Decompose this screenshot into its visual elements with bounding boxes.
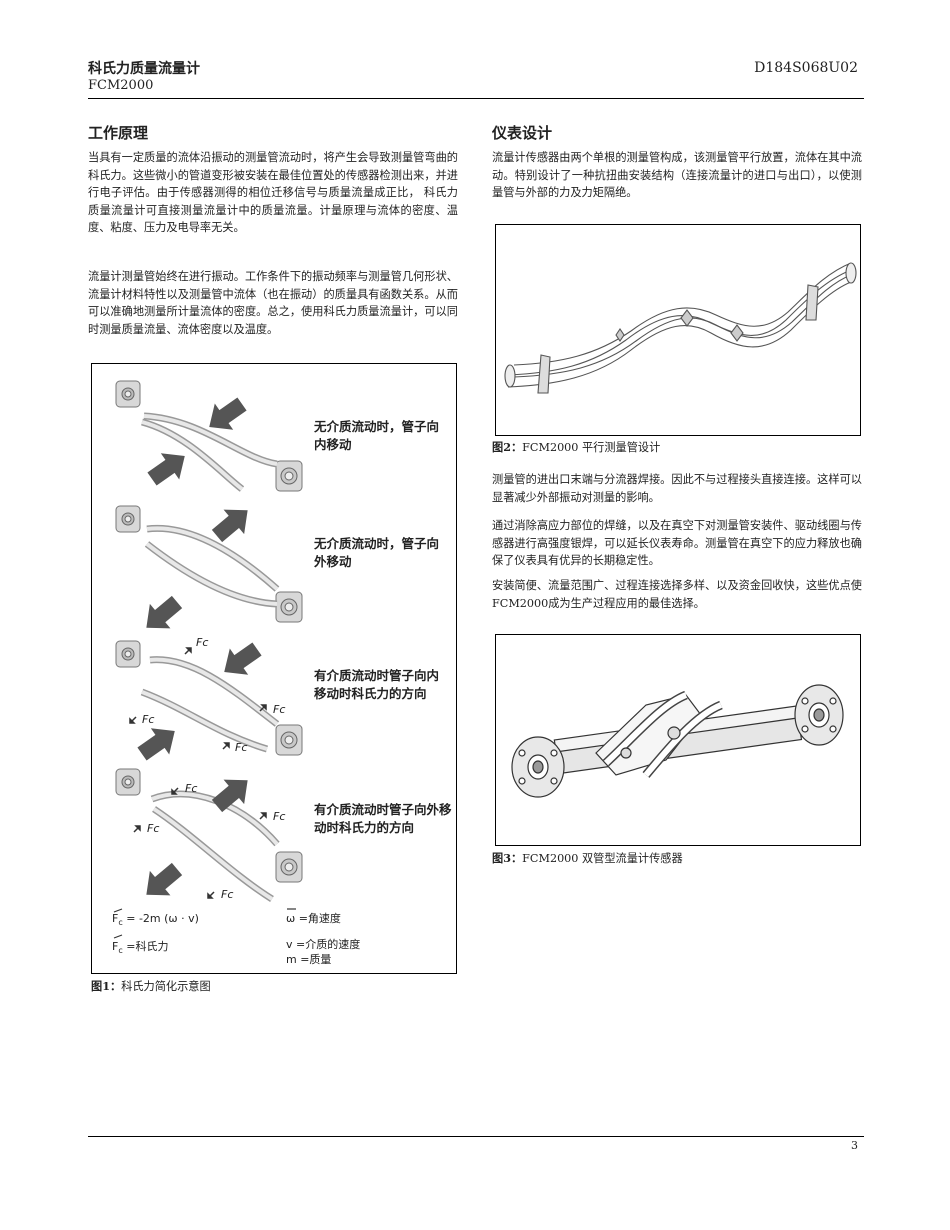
document-number: D184S068U02 bbox=[754, 60, 858, 76]
panel-3-label: 有介质流动时管子向内移动时科氏力的方向 bbox=[314, 668, 440, 701]
design-paragraph-1: 流量计传感器由两个单根的测量管构成，该测量管平行放置，流体在其中流动。特别设计了… bbox=[492, 151, 862, 200]
sensor-illustration bbox=[511, 684, 844, 798]
principle-paragraph-2: 流量计测量管始终在进行振动。工作条件下的振动频率与测量管几何形状、流量计材料特性… bbox=[88, 270, 458, 336]
footer-rule bbox=[88, 1136, 864, 1137]
figure-1-caption: 图1：科氏力简化示意图 bbox=[91, 979, 211, 993]
figure-2-caption: 图2：FCM2000 平行测量管设计 bbox=[492, 440, 661, 454]
panel-4-label: 有介质流动时管子向外移动时科氏力的方向 bbox=[314, 802, 452, 835]
force-label-fc: Fc bbox=[273, 703, 286, 716]
figure-1-coriolis-diagram: Fc Fc Fc Fc Fc Fc Fc Fc 无介质流动时，管子向内移动 无介… bbox=[91, 363, 457, 974]
formula-velocity-legend: v =介质的速度 bbox=[286, 938, 361, 951]
document-title: 科氏力质量流量计 bbox=[88, 61, 200, 77]
formula-mass-legend: m =质量 bbox=[286, 953, 332, 966]
formula-omega-legend: ω =角速度 bbox=[286, 912, 341, 925]
panel-2-tubes-outward bbox=[115, 498, 303, 640]
figure-2-parallel-tubes bbox=[495, 224, 861, 436]
panel-4-coriolis-outward bbox=[115, 768, 303, 907]
coriolis-illustration bbox=[113, 380, 303, 939]
panel-3-coriolis-inward bbox=[115, 635, 303, 768]
force-label-fc: Fc bbox=[142, 713, 155, 726]
parallel-tube-illustration bbox=[504, 262, 857, 394]
force-label-fc: Fc bbox=[185, 782, 198, 795]
force-label-fc: Fc bbox=[235, 741, 248, 754]
section-heading-principle: 工作原理 bbox=[88, 124, 149, 142]
product-model: FCM2000 bbox=[88, 78, 154, 93]
force-label-fc: Fc bbox=[273, 810, 286, 823]
section-heading-design: 仪表设计 bbox=[492, 124, 553, 142]
header-rule bbox=[88, 98, 864, 99]
formula-coriolis-legend: Fc =科氏力 bbox=[112, 940, 169, 956]
panel-1-label: 无介质流动时，管子向内移动 bbox=[314, 419, 440, 452]
figure-3-dual-tube-sensor bbox=[495, 634, 861, 846]
panel-1-tubes-inward bbox=[115, 380, 303, 493]
formula-coriolis-force: Fc = -2m (ω · v) bbox=[112, 912, 199, 928]
design-paragraph-2: 测量管的进出口末端与分流器焊接。因此不与过程接头直接连接。这样可以显著减少外部振… bbox=[492, 473, 862, 504]
design-paragraph-3: 通过消除高应力部位的焊缝，以及在真空下对测量管安装件、驱动线圈与传感器进行高强度… bbox=[492, 519, 862, 568]
force-label-fc: Fc bbox=[147, 822, 160, 835]
figure-3-caption: 图3：FCM2000 双管型流量计传感器 bbox=[492, 851, 683, 865]
force-label-fc: Fc bbox=[196, 636, 209, 649]
design-paragraph-4: 安装简便、流量范围广、过程连接选择多样、以及资金回收快，这些优点使FCM2000… bbox=[492, 579, 862, 610]
principle-paragraph-1: 当具有一定质量的流体沿振动的测量管流动时，将产生会导致测量管弯曲的科氏力。这些微… bbox=[88, 151, 458, 235]
page-number: 3 bbox=[851, 1139, 858, 1152]
panel-2-label: 无介质流动时，管子向外移动 bbox=[314, 536, 440, 569]
force-label-fc: Fc bbox=[221, 888, 234, 901]
